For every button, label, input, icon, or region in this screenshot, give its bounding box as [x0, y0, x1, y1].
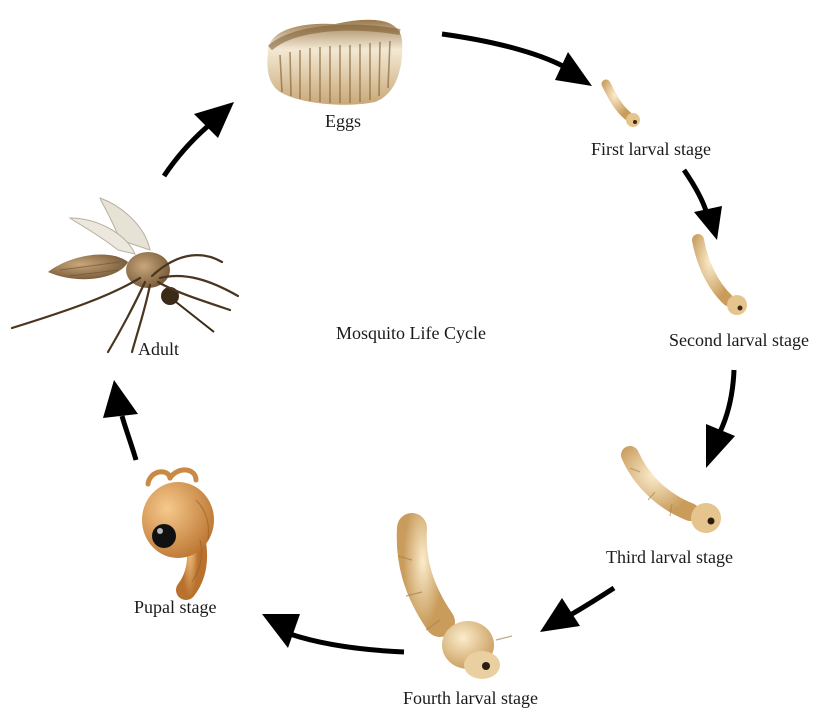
arrow-second-to-third-larva [706, 370, 735, 468]
arrow-pupa-to-adult [103, 380, 138, 460]
second-larva-illustration [698, 240, 747, 315]
pupa-illustration [142, 470, 214, 590]
fourth-larva-illustration [398, 528, 512, 679]
adult-mosquito-illustration [12, 198, 238, 352]
arrow-first-to-second-larva [684, 170, 722, 240]
first-larva-illustration [606, 84, 640, 127]
arrow-adult-to-eggs [164, 102, 234, 176]
stage-label-eggs: Eggs [325, 112, 361, 130]
eggs-raft-illustration [267, 20, 402, 105]
stage-label-pupal: Pupal stage [134, 598, 217, 616]
third-larva-illustration [630, 455, 721, 533]
stage-label-adult: Adult [138, 340, 179, 358]
arrow-third-to-fourth-larva [540, 588, 614, 632]
stage-label-second-larval: Second larval stage [669, 331, 809, 349]
stage-label-first-larval: First larval stage [591, 140, 711, 158]
diagram-title: Mosquito Life Cycle [336, 324, 486, 342]
arrow-eggs-to-first-larva [442, 34, 592, 86]
stage-label-third-larval: Third larval stage [606, 548, 733, 566]
stage-label-fourth-larval: Fourth larval stage [403, 689, 538, 707]
arrow-fourth-larva-to-pupa [262, 614, 404, 652]
